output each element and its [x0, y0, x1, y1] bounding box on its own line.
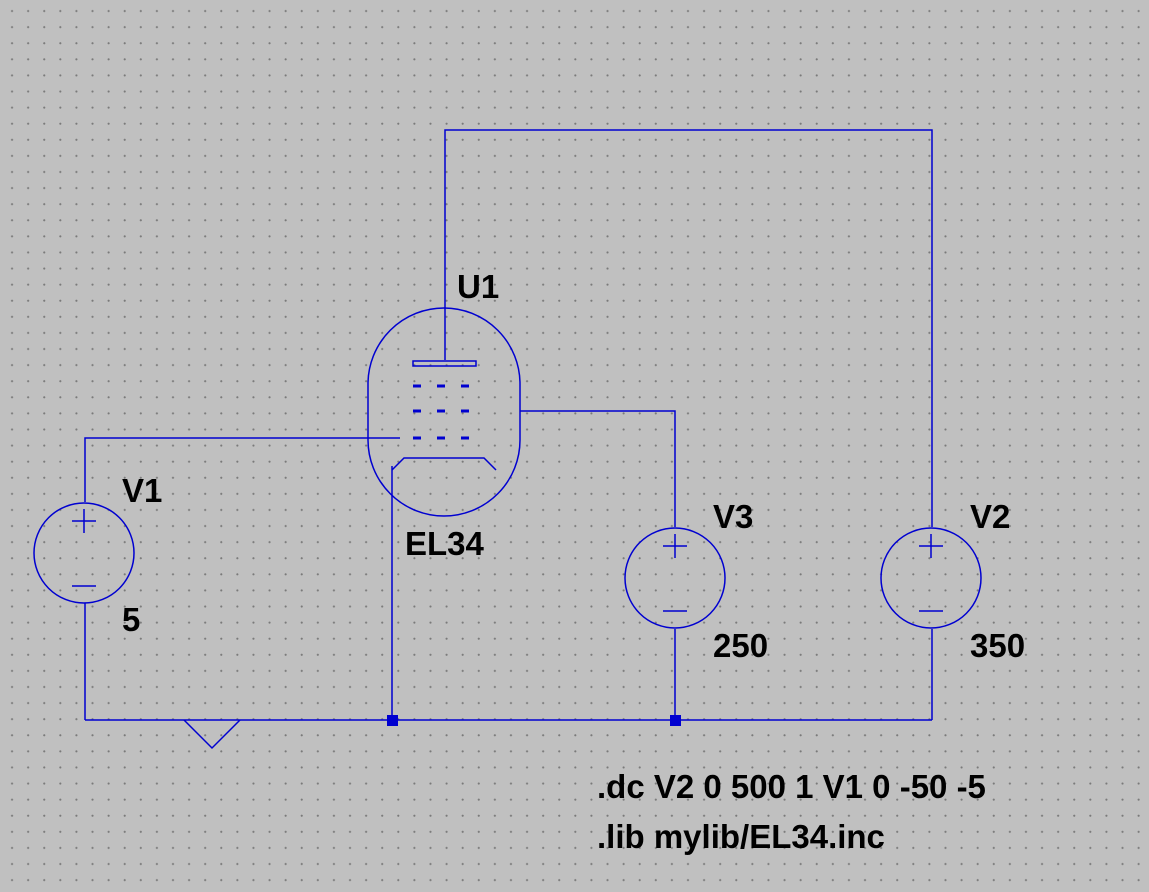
source-v2-ref-label[interactable]: V2 — [970, 498, 1011, 535]
tube-u1-symbol[interactable] — [367, 307, 521, 517]
voltage-source-v2[interactable] — [880, 527, 982, 629]
tube-envelope — [367, 307, 521, 517]
wire-plate-to-v2[interactable] — [444, 129, 933, 527]
source-v1-value-label[interactable]: 5 — [122, 601, 141, 638]
junction-dot-icon — [387, 715, 398, 726]
source-v1-ref-label[interactable]: V1 — [122, 472, 163, 509]
wire-screen-to-v3[interactable] — [520, 410, 676, 527]
tube-ref-label[interactable]: U1 — [457, 268, 500, 305]
source-v3-ref-label[interactable]: V3 — [713, 498, 754, 535]
wires — [84, 129, 933, 721]
tube-cathode-icon — [391, 457, 497, 471]
source-v3-value-label[interactable]: 250 — [713, 627, 769, 664]
voltage-source-v3[interactable] — [624, 527, 726, 629]
voltage-source-icon — [33, 502, 135, 604]
tube-model-label[interactable]: EL34 — [405, 525, 484, 562]
spice-directive-dc[interactable]: .dc V2 0 500 1 V1 0 -50 -5 — [597, 768, 986, 805]
junction-dot-icon — [670, 715, 681, 726]
ground-triangle-icon[interactable] — [183, 719, 241, 750]
voltage-source-icon — [880, 527, 982, 629]
wire-grid-to-v1[interactable] — [84, 437, 400, 502]
tube-plate-icon — [412, 360, 477, 367]
source-v2-value-label[interactable]: 350 — [970, 627, 1026, 664]
spice-directive-lib[interactable]: .lib mylib/EL34.inc — [597, 818, 885, 855]
voltage-source-v1[interactable] — [33, 502, 135, 604]
voltage-source-icon — [624, 527, 726, 629]
